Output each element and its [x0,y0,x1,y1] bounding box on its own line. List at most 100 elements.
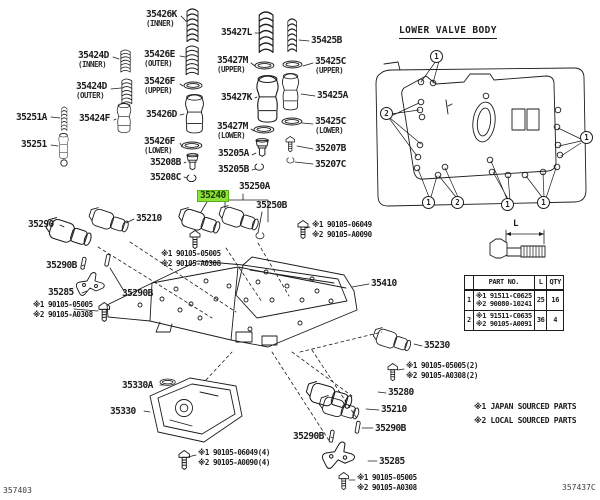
drawing-code-right: 357437C [562,483,596,492]
part-label-35424D: 35424D(INNER) [78,51,109,69]
part-label-35425B: 35425B [311,36,342,46]
part-number-text: 35330 [110,406,136,417]
part-label-35426D: 35426D [146,110,177,120]
legend-japan-sourced: ※1 JAPAN SOURCED PARTS [474,402,577,411]
part-number-text: 35426F [144,136,175,147]
fastener-note-line1: ※1 90105-05005 [33,300,93,309]
fastener-note-line2: ※2 90105-A0308 [33,309,93,319]
part-label-position-qualifier: (UPPER) [144,85,173,95]
part-label-35290B: 35290B [122,289,153,299]
part-label-35427M: 35427M(LOWER) [217,122,248,140]
legend-local-sourced: ※2 LOCAL SOURCED PARTS [474,416,577,425]
part-number-text: 35425B [311,35,342,46]
part-number-text: 35280 [388,387,414,398]
part-label-position-qualifier: (UPPER) [315,65,344,75]
fastener-note: ※1 90105-06049※2 90105-A0090 [312,220,372,239]
part-label-35280: 35280 [388,388,414,398]
part-number-text: 35427M [217,121,248,132]
col-length: L [533,275,548,291]
part-number-text: 35427L [221,27,252,38]
part-number-text: 35426F [144,76,175,87]
fastener-note: ※1 90105-06049(4)※2 90105-A0090(4) [198,448,270,467]
fastener-note: ※1 90105-05005※2 90105-A0308 [357,473,417,492]
part-label-position-qualifier: (LOWER) [144,145,173,155]
part-number-text: 35230 [424,340,450,351]
part-number-text: 35207C [315,159,346,170]
part-label-35290B: 35290B [46,261,77,271]
part-label-35427K: 35427K [221,93,252,103]
part-number-text: 35427M [217,55,248,66]
part-label-35427L: 35427L [221,28,252,38]
fastener-note-line1: ※1 90105-05005(2) [406,361,478,370]
part-label-35205A: 35205A [218,149,249,159]
part-label-35424F: 35424F [79,114,110,124]
part-no-local: ※2 90105-A0091 [475,320,532,328]
part-label-35424D: 35424D(OUTER) [76,82,107,100]
part-label-35250A: 35250A [239,182,270,192]
part-number-text: 35285 [379,456,405,467]
part-number-text: 35426E [144,49,175,60]
part-number-text: 35290B [122,288,153,299]
part-number-text: 35290B [293,431,324,442]
part-number-text: 35250B [256,200,287,211]
fastener-note: ※1 90105-05005※2 90105-A0308 [161,249,221,268]
part-number-text: 35290 [28,219,54,230]
part-label-35330A: 35330A [122,381,153,391]
part-number-text: 35208B [150,157,181,168]
fastener-note-line1: ※1 90105-06049(4) [198,448,270,457]
part-label-35425C: 35425C(UPPER) [315,57,346,75]
part-label-35208B: 35208B [150,158,181,168]
cell-length: 25 [533,289,548,311]
bolt-table-header-row: PART NO. L QTY [464,275,564,291]
part-label-35285: 35285 [48,288,74,298]
part-number-text: 35424F [79,113,110,124]
fastener-note-line2: ※2 90105-A0308 [357,482,417,492]
bolt-callout-1: 1 [580,131,593,144]
part-label-35426F: 35426F(UPPER) [144,77,175,95]
fastener-note: ※1 90105-05005※2 90105-A0308 [33,300,93,319]
part-label-position-qualifier: (OUTER) [144,58,173,68]
bolt-callout-2: 2 [451,196,464,209]
part-label-35290B: 35290B [375,424,406,434]
part-label-35426K: 35426K(INNER) [146,10,177,28]
part-label-35251A: 35251A [16,113,47,123]
cell-part-no: ※1 91511-C0635※2 90105-A0091 [472,309,535,331]
part-label-position-qualifier: (LOWER) [315,125,344,135]
part-number-text: 35426K [146,9,177,20]
part-label-35427M: 35427M(UPPER) [217,56,248,74]
part-number-text: 35330A [122,380,153,391]
part-label-35240-highlighted: 35240 [197,190,229,202]
fastener-note-line2: ※2 90105-A0308 [161,258,221,268]
bolt-callout-1: 1 [430,50,443,63]
inset-title: LOWER VALVE BODY [399,25,497,39]
part-label-position-qualifier: (INNER) [146,18,175,28]
part-number-text: 35410 [371,278,397,289]
cell-ref: 2 [464,309,474,331]
part-label-35250B: 35250B [256,201,287,211]
bolt-callout-1: 1 [501,198,514,211]
part-number-text: 35424D [76,81,107,92]
part-number-text: 35426D [146,109,177,120]
col-ref [464,275,474,291]
fastener-note: ※1 90105-05005(2)※2 90105-A0308(2) [406,361,478,380]
part-number-text: 35425C [315,116,346,127]
part-label-35426E: 35426E(OUTER) [144,50,175,68]
part-label-35426F: 35426F(LOWER) [144,137,175,155]
drawing-code-left: 357403 [3,486,32,495]
part-number-text: 35207B [315,143,346,154]
bolt-spec-table: PART NO. L QTY 1※1 91511-C0625※2 90080-1… [464,275,564,331]
part-label-35410: 35410 [371,279,397,289]
part-number-text: 35427K [221,92,252,103]
part-number-text: 35285 [48,287,74,298]
bolt-callout-1: 1 [422,196,435,209]
bolt-callout-1: 1 [537,196,550,209]
part-label-35251: 35251 [21,140,47,150]
part-number-text: 35240 [200,190,226,201]
part-label-35208C: 35208C [150,173,181,183]
cell-ref: 1 [464,289,474,311]
col-qty: QTY [546,275,564,291]
cell-length: 36 [533,309,548,331]
